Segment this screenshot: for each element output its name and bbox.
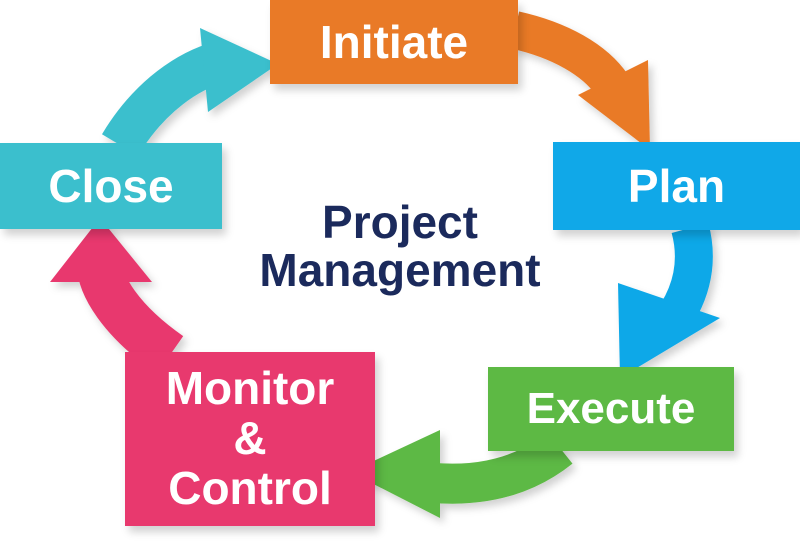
stage-plan-box: Plan <box>553 142 800 230</box>
stage-initiate-label: Initiate <box>319 16 469 68</box>
arrow-initiate-to-plan <box>510 11 650 150</box>
stage-initiate-box: Initiate <box>270 0 518 84</box>
center-title-line-1: Project <box>322 196 478 248</box>
stage-execute-label: Execute <box>526 384 696 433</box>
arrow-monitor-to-close <box>50 218 184 374</box>
arrow-execute-to-monitor <box>350 430 573 518</box>
stage-monitor-label-line-2: & <box>233 412 267 465</box>
stage-monitor-label-line-1: Monitor <box>165 362 335 415</box>
stage-close-box: Close <box>0 143 222 229</box>
stage-monitor-control-box: Monitor & Control <box>125 352 375 526</box>
center-title-line-2: Management <box>259 244 541 297</box>
stage-execute-box: Execute <box>488 367 734 451</box>
arrow-close-to-initiate <box>101 28 278 157</box>
center-title: Project Management <box>200 198 600 295</box>
stage-close-label: Close <box>48 160 174 212</box>
stage-plan-label: Plan <box>627 160 726 212</box>
arrow-plan-to-execute <box>618 223 720 378</box>
stage-monitor-label-line-3: Control <box>168 461 332 514</box>
